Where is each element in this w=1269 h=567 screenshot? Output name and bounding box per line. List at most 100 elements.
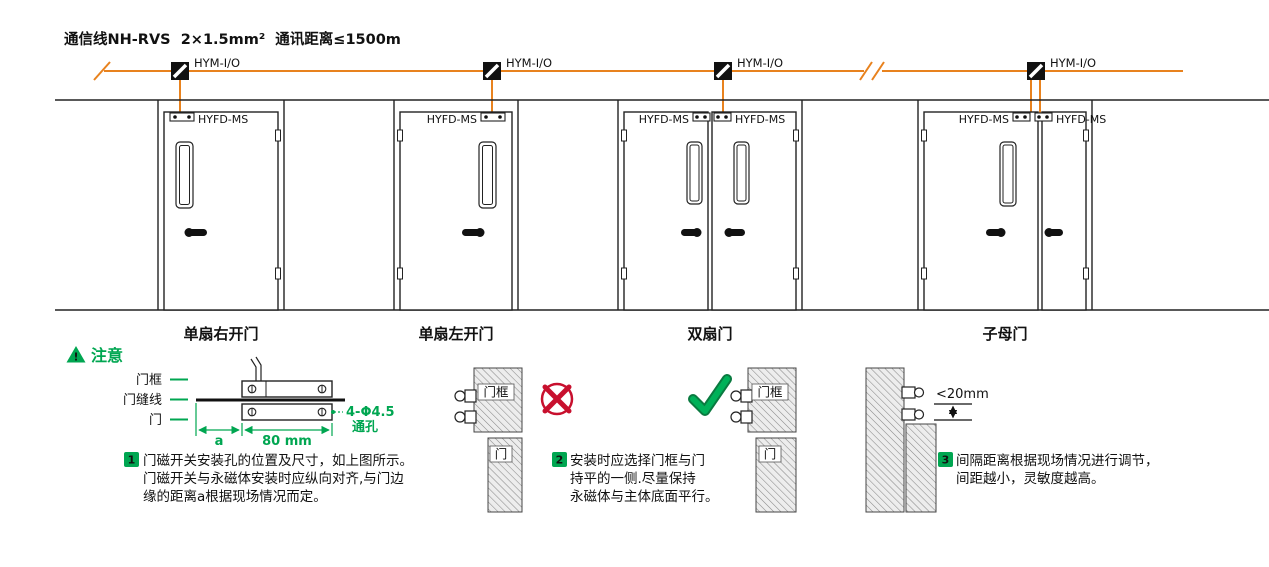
- door-window-inner: [689, 144, 700, 202]
- screw-icon: [484, 115, 488, 119]
- hyfd-ms-label: HYFD-MS: [427, 113, 477, 126]
- label-box: [489, 445, 513, 463]
- screw-icon: [703, 115, 707, 119]
- hyfd-ms-label: HYFD-MS: [959, 113, 1009, 126]
- item-text-line: 间隔距离根据现场情况进行调节，: [956, 452, 1159, 469]
- line-break-tick: [871, 61, 885, 81]
- door-leaf: [399, 111, 513, 311]
- door-handle: [462, 228, 485, 237]
- hinge-icon: [921, 267, 927, 280]
- hole-marker: [331, 410, 335, 414]
- screw-icon: [187, 115, 191, 119]
- door-window: [478, 141, 497, 209]
- notice-header: ! 注意: [66, 346, 123, 365]
- gap-line-label: 门缝线: [123, 393, 162, 408]
- note-item-1: 1 门磁开关安装孔的位置及尺寸，如上图所示。 门磁开关与永磁体安装时应纵向对齐,…: [124, 452, 413, 505]
- hym-io-label: HYM-I/O: [737, 56, 783, 70]
- gap-dim-label: <20mm: [936, 387, 989, 402]
- screw-icon: [716, 115, 720, 119]
- door-window: [686, 141, 703, 205]
- note-item-3: 3 间隔距离根据现场情况进行调节， 间距越小，灵敏度越高。: [938, 452, 1159, 487]
- door-window-inner: [482, 145, 493, 205]
- door-leaf: [711, 111, 797, 311]
- hym-io-module-icon: [1027, 62, 1045, 80]
- hinge-icon: [621, 129, 627, 142]
- warning-icon: [66, 346, 86, 363]
- frame-section: [865, 367, 905, 513]
- screw-icon: [1023, 115, 1027, 119]
- hinge-icon: [621, 267, 627, 280]
- item-number-badge: [124, 452, 139, 467]
- door-label: 门: [149, 413, 162, 428]
- device-side-icon: [454, 389, 477, 424]
- screw-icon: [695, 115, 699, 119]
- frame-label: 门框: [136, 373, 162, 388]
- hym-io-label: HYM-I/O: [194, 56, 240, 70]
- door-single-left: HYFD-MS 单扇左开门: [393, 100, 519, 343]
- hym-io-module-icon: [714, 62, 732, 80]
- hym-io-label: HYM-I/O: [1050, 56, 1096, 70]
- door-window-inner: [736, 144, 747, 202]
- item-text-line: 间距越小，灵敏度越高。: [956, 470, 1105, 487]
- item-number-badge: [552, 452, 567, 467]
- door-caption: 单扇右开门: [183, 325, 258, 343]
- holes-label: 4-Φ4.5: [346, 405, 395, 420]
- door-label: 门: [764, 447, 777, 462]
- item-text-line: 门磁开关与永磁体安装时应纵向对齐,与门边: [143, 470, 404, 487]
- hinge-icon: [793, 129, 799, 142]
- magnetic-switch-icon: [713, 112, 732, 122]
- wrong-icon: [540, 382, 574, 416]
- item-number: 2: [556, 454, 564, 467]
- magnetic-switch-icon: [1034, 112, 1053, 122]
- door-caption: 双扇门: [687, 325, 732, 343]
- item-text-line: 安装时应选择门框与门: [570, 452, 705, 469]
- item-number: 3: [942, 454, 950, 467]
- hyfd-ms-label: HYFD-MS: [735, 113, 785, 126]
- screw-icon: [1015, 115, 1019, 119]
- item-text-line: 永磁体与主体底面平行。: [570, 489, 719, 505]
- door-double: HYFD-MS HYFD-MS 双扇门: [617, 100, 803, 343]
- hyfd-ms-label: HYFD-MS: [1056, 113, 1106, 126]
- hinge-icon: [275, 267, 281, 280]
- item-text-line: 门磁开关安装孔的位置及尺寸，如上图所示。: [143, 453, 413, 469]
- hym-io-label: HYM-I/O: [506, 56, 552, 70]
- door-handle: [184, 228, 207, 237]
- frame-label: 门框: [757, 385, 783, 400]
- item-text-line: 缘的距离a根据现场情况而定。: [143, 488, 327, 505]
- hym-io-module-icon: [171, 62, 189, 80]
- door-handle: [986, 228, 1006, 237]
- line-start-tick: [93, 61, 111, 81]
- hyfd-ms-label: HYFD-MS: [639, 113, 689, 126]
- door-handle: [1044, 228, 1063, 237]
- hinge-icon: [1083, 129, 1089, 142]
- switch-body: [241, 356, 333, 398]
- door-caption: 单扇左开门: [418, 325, 493, 343]
- frame-label: 门框: [483, 385, 509, 400]
- hinge-icon: [397, 129, 403, 142]
- magnetic-switch-icon: [480, 112, 506, 122]
- comm-line-label: 通信线NH-RVS 2×1.5mm² 通讯距离≤1500m: [64, 30, 401, 48]
- line-break-tick: [859, 61, 873, 81]
- comm-bus-line: [93, 61, 1183, 113]
- door-window-inner: [1002, 144, 1014, 204]
- door-leaf: [1041, 111, 1087, 311]
- label-box: [758, 445, 782, 463]
- device-side-icon: [901, 386, 925, 421]
- dimension-lines: [195, 403, 343, 436]
- hinge-icon: [397, 267, 403, 280]
- door-mother-child: HYFD-MS HYFD-MS 子母门: [917, 100, 1106, 343]
- magnet-body: [241, 403, 333, 421]
- door-label: 门: [495, 447, 508, 462]
- door-handle: [681, 228, 702, 237]
- screw-icon: [498, 115, 502, 119]
- hyfd-ms-label: HYFD-MS: [198, 113, 248, 126]
- magnetic-switch-icon: [1012, 112, 1031, 122]
- magnetic-switch-icon: [169, 112, 195, 122]
- through-hole-label: 通孔: [352, 419, 378, 435]
- side-view-wrong: 门框 门: [454, 367, 523, 513]
- screw-icon: [173, 115, 177, 119]
- note-item-2: 2 安装时应选择门框与门 持平的一侧.尽量保持 永磁体与主体底面平行。: [552, 452, 719, 505]
- door-handle: [724, 228, 745, 237]
- screw-icon: [1037, 115, 1041, 119]
